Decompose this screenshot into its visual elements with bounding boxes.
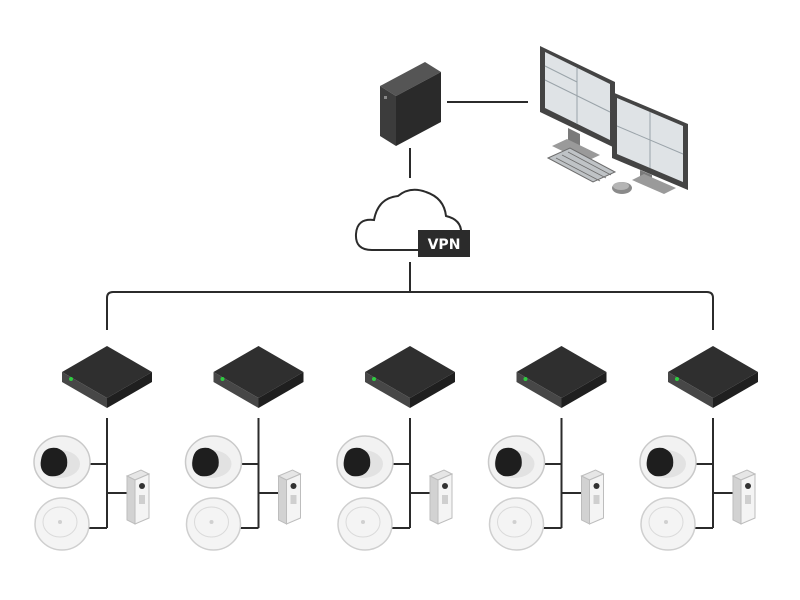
site-drop-lines	[89, 418, 735, 529]
intercom-icon	[428, 469, 454, 525]
speaker-icon	[640, 497, 696, 551]
site-4	[487, 346, 607, 551]
speaker-icon	[337, 497, 393, 551]
vpn-badge: VPN	[418, 230, 470, 257]
site-3	[336, 346, 455, 551]
intercom-icon	[580, 469, 605, 525]
site-1	[33, 346, 152, 551]
sites	[33, 346, 758, 551]
speaker-icon	[488, 497, 545, 551]
site-5	[639, 346, 758, 551]
server-tower-icon	[380, 62, 441, 146]
connection-lines	[106, 101, 714, 330]
dome-camera-icon	[33, 435, 91, 489]
speaker-icon	[185, 497, 242, 551]
dome-camera-icon	[487, 435, 546, 489]
site-2	[184, 346, 304, 551]
intercom-icon	[125, 469, 151, 525]
distribution-bus	[106, 291, 714, 330]
dome-camera-icon	[336, 435, 394, 489]
recorder-box-icon	[62, 346, 152, 408]
recorder-box-icon	[213, 346, 304, 408]
recorder-box-icon	[668, 346, 758, 408]
keyboard-icon	[546, 147, 617, 183]
dome-camera-icon	[639, 435, 697, 489]
intercom-icon	[277, 469, 302, 525]
intercom-icon	[731, 469, 757, 525]
speaker-icon	[34, 497, 90, 551]
dome-camera-icon	[184, 435, 243, 489]
recorder-box-icon	[365, 346, 455, 408]
vpn-label: VPN	[428, 237, 461, 253]
workstation-monitors-icon	[540, 46, 688, 194]
mouse-icon	[612, 182, 632, 194]
recorder-box-icon	[516, 346, 607, 408]
